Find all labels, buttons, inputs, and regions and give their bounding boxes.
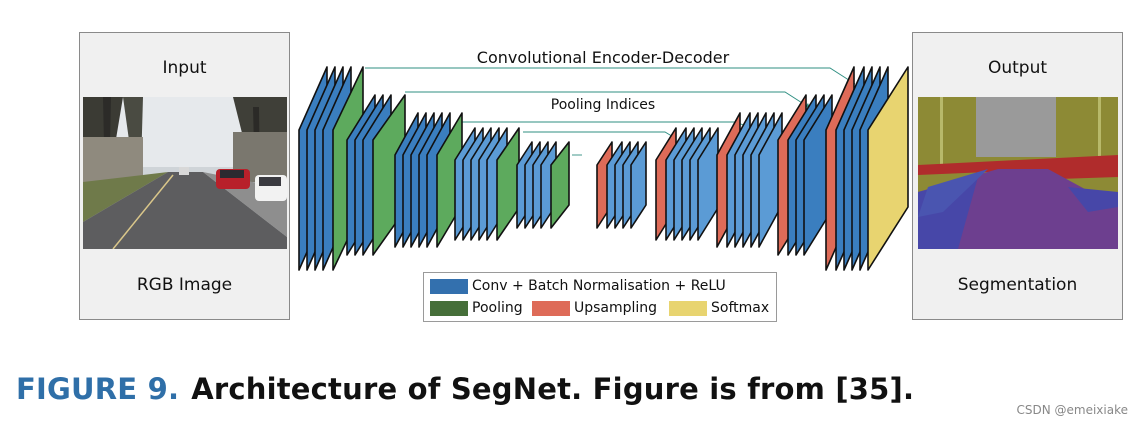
skip-arrow-2 xyxy=(405,91,811,109)
legend: Conv + Batch Normalisation + ReLU Poolin… xyxy=(423,272,777,322)
caption-label: FIGURE 9. xyxy=(16,372,180,406)
skip-arrow-4 xyxy=(523,131,676,139)
output-title: Output xyxy=(987,58,1048,78)
segmentation-image xyxy=(918,97,1118,249)
caption-text: Architecture of SegNet. Figure is from [… xyxy=(191,372,915,406)
encoder-decoder-label: Convolutional Encoder-Decoder xyxy=(477,48,730,67)
legend-conv-label: Conv + Batch Normalisation + ReLU xyxy=(472,278,726,294)
block-layers xyxy=(298,66,909,271)
legend-upsampling-swatch xyxy=(532,301,570,316)
legend-softmax-label: Softmax xyxy=(711,300,770,316)
skip-arrow-3 xyxy=(462,121,753,129)
legend-conv-swatch xyxy=(430,279,468,294)
output-subtitle: Segmentation xyxy=(957,275,1078,295)
legend-softmax-swatch xyxy=(669,301,707,316)
input-title: Input xyxy=(162,58,207,78)
output-panel: Output Segmentation xyxy=(912,32,1123,320)
watermark: CSDN @emeixiake xyxy=(1016,403,1128,417)
figure-caption: FIGURE 9. Architecture of SegNet. Figure … xyxy=(16,372,914,406)
rgb-street-image xyxy=(83,97,287,249)
input-subtitle: RGB Image xyxy=(136,275,233,295)
legend-upsampling-label: Upsampling xyxy=(574,300,658,316)
pooling-indices-label: Pooling Indices xyxy=(551,97,655,113)
legend-pooling-label: Pooling xyxy=(472,300,523,316)
segnet-architecture: Convolutional Encoder-Decoder Pooling In… xyxy=(298,48,909,271)
skip-arrow-1 xyxy=(365,67,856,85)
input-panel: Input RGB Image xyxy=(79,32,290,320)
legend-pooling-swatch xyxy=(430,301,468,316)
